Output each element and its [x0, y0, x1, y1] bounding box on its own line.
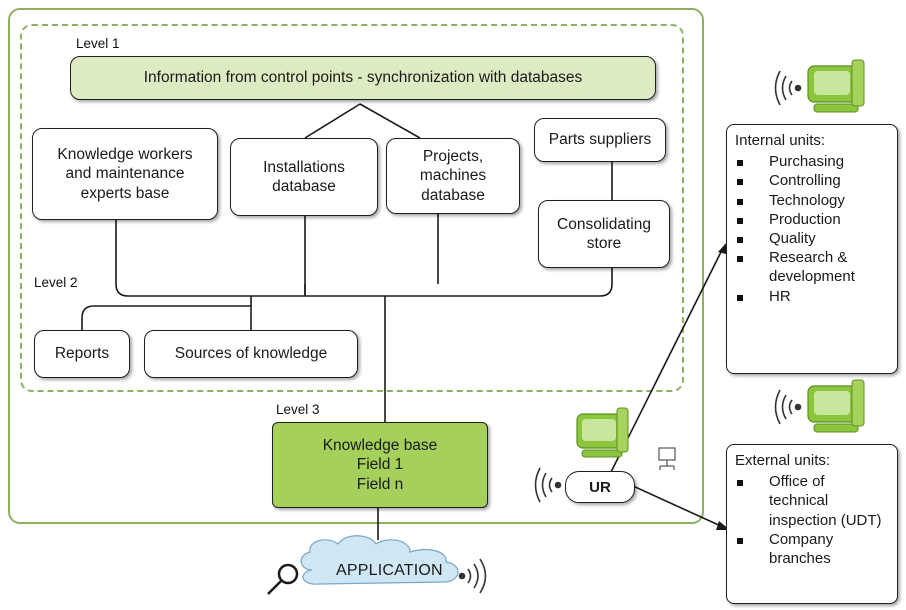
internal-unit-item: Controlling	[735, 171, 889, 190]
external-unit-item: Office of technical inspection (UDT)	[735, 472, 889, 530]
external-units-panel: External units: Office of technical insp…	[726, 444, 898, 604]
application-label: APPLICATION	[336, 562, 443, 579]
internal-unit-item: Purchasing	[735, 152, 889, 171]
internal-unit-item: Research & development	[735, 248, 889, 286]
knowledge-base-field-1: Field 1	[356, 456, 404, 474]
knowledge-base-box: Knowledge base Field 1 Field n	[272, 422, 488, 508]
external-units-title: External units:	[735, 452, 831, 469]
knowledge-base-title: Knowledge base	[322, 436, 438, 454]
consolidating-store-box: Consolidating store	[538, 200, 670, 268]
computer-icon-external	[807, 379, 865, 433]
computer-icon-internal	[807, 59, 865, 113]
control-points-box: Information from control points - synchr…	[70, 56, 656, 100]
internal-units-title: Internal units:	[735, 132, 826, 149]
magnifier-icon	[267, 563, 299, 595]
projects-machines-database-box: Projects, machines database	[386, 138, 520, 214]
sources-of-knowledge-box: Sources of knowledge	[144, 330, 358, 378]
network-computer-icon	[658, 447, 676, 470]
internal-units-list: Purchasing Controlling Technology Produc…	[735, 152, 889, 306]
internal-unit-item: HR	[735, 287, 889, 306]
wireless-signal-internal	[774, 70, 802, 106]
external-unit-item: Company branches	[735, 530, 889, 568]
cloud-icon	[300, 535, 459, 585]
knowledge-base-field-n: Field n	[356, 475, 404, 493]
reports-box: Reports	[34, 330, 130, 378]
wireless-signal-external	[774, 389, 802, 425]
level-2-label: Level 2	[34, 275, 78, 290]
level-3-label: Level 3	[276, 402, 320, 417]
installations-database-box: Installations database	[230, 138, 378, 216]
wireless-signal-ur	[534, 467, 562, 503]
internal-units-panel: Internal units: Purchasing Controlling T…	[726, 124, 898, 374]
internal-unit-item: Technology	[735, 191, 889, 210]
wireless-signal-app	[458, 558, 487, 594]
ur-node: UR	[565, 471, 635, 503]
parts-suppliers-box: Parts suppliers	[534, 118, 666, 162]
computer-icon-ur	[576, 407, 629, 458]
external-units-list: Office of technical inspection (UDT) Com…	[735, 472, 889, 568]
knowledge-workers-box: Knowledge workers and maintenance expert…	[32, 128, 218, 220]
internal-unit-item: Quality	[735, 229, 889, 248]
internal-unit-item: Production	[735, 210, 889, 229]
level-1-label: Level 1	[76, 36, 120, 51]
level-frame-dashed	[20, 24, 684, 392]
